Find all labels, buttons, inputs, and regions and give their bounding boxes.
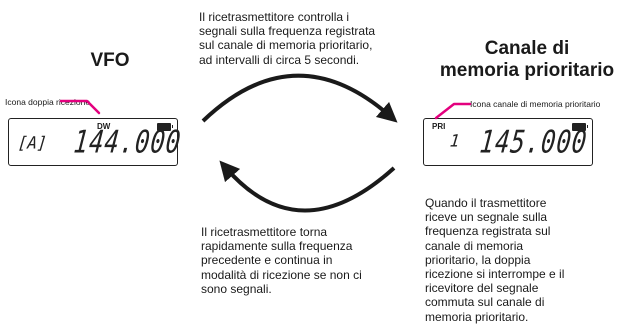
top-paragraph-line: Il ricetrasmettitore controlla i <box>199 10 350 24</box>
bottom-right-paragraph-line: ricezione si interrompe e il <box>425 267 565 282</box>
bottom-left-paragraph-line: Il ricetrasmettitore torna <box>201 225 328 239</box>
vfo-lcd-display: DW [A] 144.000 <box>8 118 183 166</box>
bottom-right-paragraph-line: ricevitore del segnale <box>425 281 539 296</box>
top-paragraph: Il ricetrasmettitore controlla i segnali… <box>199 10 375 67</box>
vfo-title: VFO <box>90 50 130 71</box>
top-paragraph-line: ad intervalli di circa 5 secondi. <box>199 52 360 67</box>
priority-icon-callout: Icona canale di memoria prioritario <box>470 99 601 109</box>
dual-receive-icon-callout: Icona doppia ricezione <box>5 97 91 107</box>
priority-title: Canale di memoria prioritario <box>432 38 622 82</box>
priority-lcd-display: PRI 1 145.000 <box>423 118 593 166</box>
arrow-to-priority-channel <box>201 73 398 123</box>
bottom-left-paragraph-line: rapidamente sulla frequenza <box>201 239 353 254</box>
bottom-right-paragraph-line: riceve un segnale sulla <box>425 210 548 225</box>
bottom-right-paragraph-line: canale di memoria <box>425 238 524 253</box>
bottom-right-paragraph-line: memoria prioritario. <box>425 309 529 324</box>
bottom-right-paragraph-line: prioritario, la doppia <box>425 252 531 267</box>
battery-icon <box>572 123 588 131</box>
dual-receive-callout-line <box>59 99 101 115</box>
priority-callout-line <box>434 102 472 120</box>
bottom-left-paragraph-line: sono segnali. <box>201 281 272 296</box>
top-paragraph-line: segnali sulla frequenza registrata <box>199 24 376 39</box>
bottom-left-paragraph-line: precedente e continua in <box>201 253 333 268</box>
priority-title-line-1: Canale di <box>484 38 570 59</box>
bottom-right-paragraph-line: Quando il trasmettitore <box>425 196 547 210</box>
arrow-back-to-vfo <box>219 160 396 213</box>
priority-indicator: PRI <box>432 122 446 131</box>
priority-title-line-2: memoria prioritario <box>439 60 615 81</box>
bottom-right-paragraph: Quando il trasmettitore riceve un segnal… <box>425 196 564 324</box>
bottom-right-paragraph-line: commuta sul canale di <box>425 295 545 310</box>
bottom-left-paragraph-line: modalità di ricezione se non ci <box>201 267 362 282</box>
bottom-right-paragraph-line: frequenza registrata sul <box>425 224 551 239</box>
top-paragraph-line: sul canale di memoria prioritario, <box>199 38 373 53</box>
bottom-left-paragraph: Il ricetrasmettitore torna rapidamente s… <box>201 225 362 296</box>
dual-receive-indicator: DW <box>97 122 111 131</box>
battery-icon <box>157 123 173 131</box>
